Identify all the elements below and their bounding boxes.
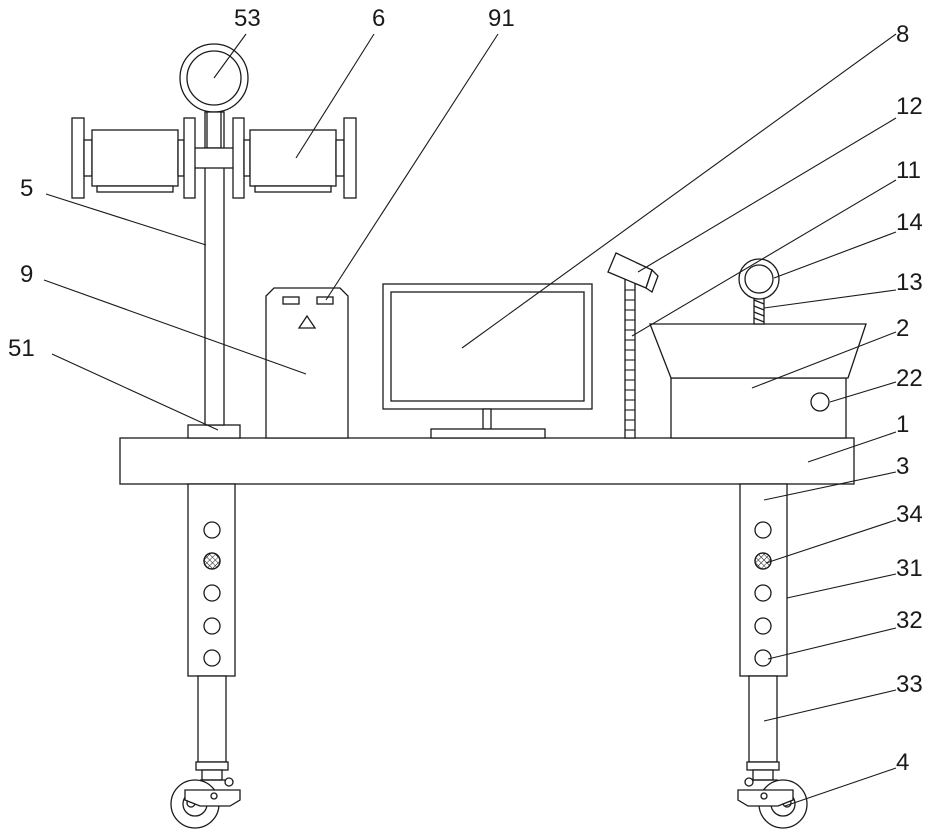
label-1: 1	[896, 411, 909, 438]
left-inner-tube	[198, 676, 226, 762]
label-33: 33	[896, 671, 923, 698]
right-leg	[738, 484, 807, 828]
label-12: 12	[896, 93, 923, 120]
label-13: 13	[896, 269, 923, 296]
label-34: 34	[896, 501, 923, 528]
hopper-lamp-neck	[754, 296, 764, 324]
label-3: 3	[896, 453, 909, 480]
left-outer-tube	[188, 484, 235, 676]
label-14: 14	[896, 209, 923, 236]
label-32: 32	[896, 607, 923, 634]
left-locking-pin	[204, 553, 220, 569]
table-top	[120, 438, 854, 484]
right-lamp	[233, 118, 356, 198]
label-5: 5	[20, 175, 33, 202]
label-4: 4	[896, 749, 909, 776]
right-outer-tube	[740, 484, 787, 676]
label-9: 9	[20, 261, 33, 288]
label-91: 91	[488, 5, 515, 32]
control-cabinet	[266, 288, 348, 438]
monitor	[383, 284, 592, 438]
left-leg	[171, 484, 240, 828]
right-locking-pin	[755, 553, 771, 569]
label-8: 8	[896, 21, 909, 48]
hopper-box	[650, 259, 866, 438]
label-22: 22	[896, 365, 923, 392]
label-51: 51	[8, 335, 35, 362]
label-2: 2	[896, 315, 909, 342]
left-lamp	[72, 118, 195, 198]
label-11: 11	[896, 157, 921, 184]
label-6: 6	[372, 5, 385, 32]
label-31: 31	[896, 555, 923, 582]
right-caster	[738, 762, 807, 828]
pole-base	[188, 425, 240, 438]
camera-arm	[608, 253, 658, 438]
left-caster	[171, 762, 240, 828]
label-53: 53	[234, 5, 261, 32]
